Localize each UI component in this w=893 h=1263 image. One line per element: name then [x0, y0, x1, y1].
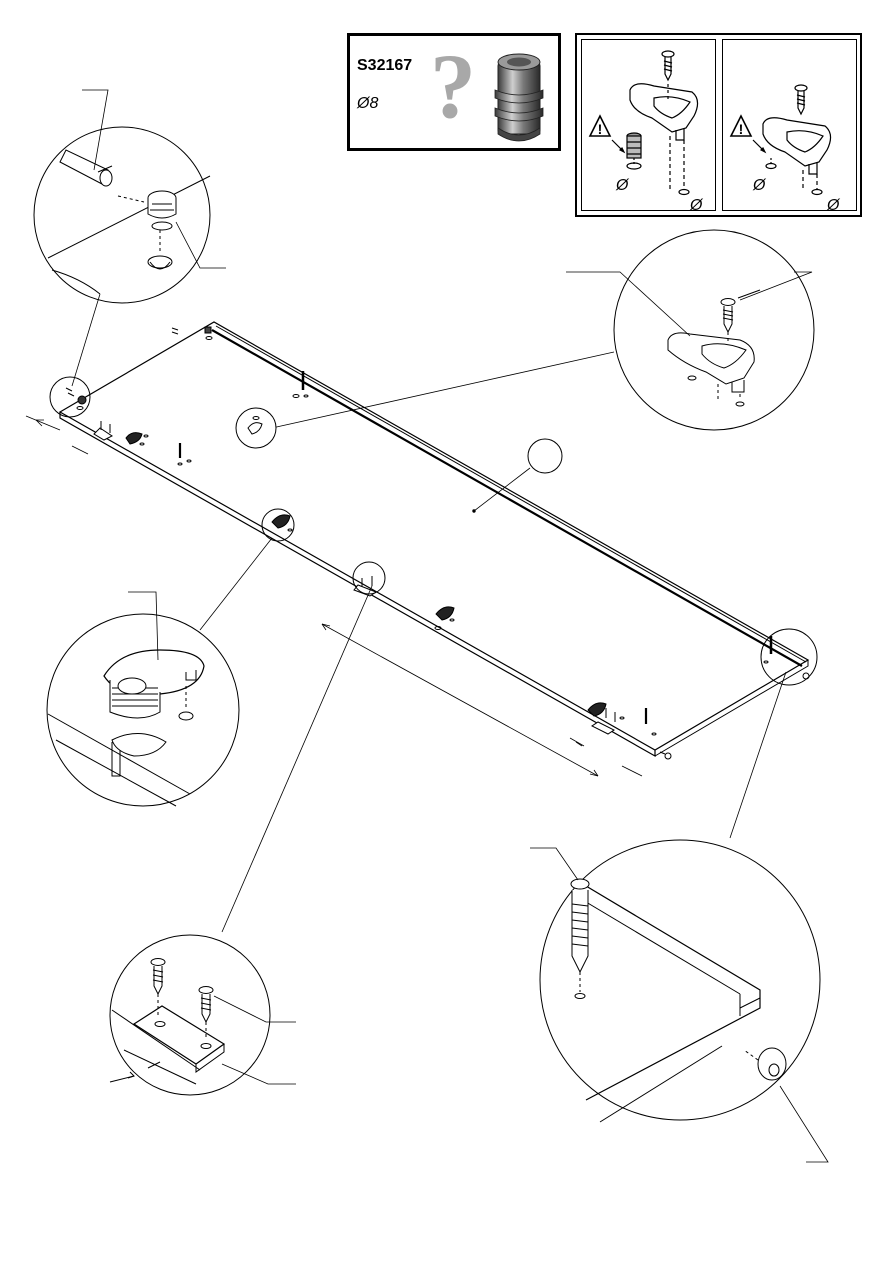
- detail-circle-cam-lock: [47, 509, 294, 806]
- part-number-circle: [528, 439, 562, 473]
